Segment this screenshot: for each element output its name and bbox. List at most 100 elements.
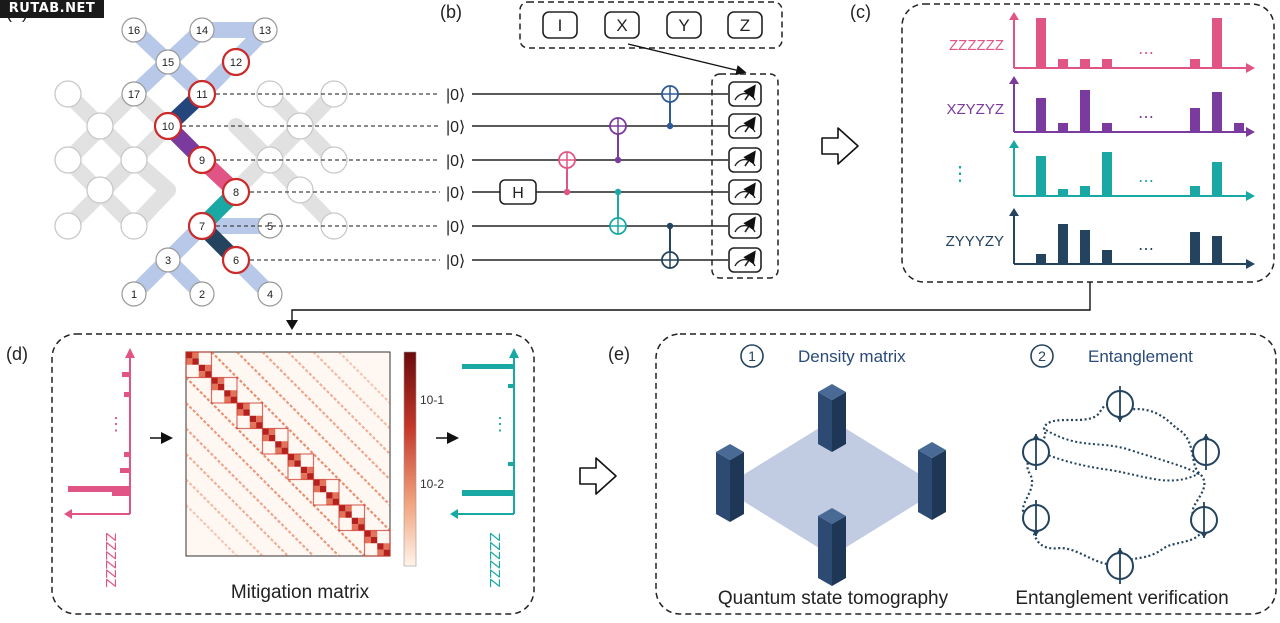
ket-zero-6: |0⟩ [446, 253, 465, 270]
qubit-8 [221, 177, 251, 207]
qubit-label-2: 2 [199, 289, 205, 301]
qubit-label-13: 13 [259, 25, 271, 37]
histogram-zyyyzy-ellipsis: ⋯ [1138, 241, 1154, 258]
qubit-label-8: 8 [233, 187, 239, 199]
input-distribution: ⋮ZZZZZZ [64, 348, 135, 587]
qubit-label-14: 14 [196, 25, 208, 37]
hadamard-gate [499, 179, 537, 205]
density-pillar [918, 450, 932, 520]
histogram-zyyyzy-bar [1190, 232, 1200, 264]
mitigation-caption: Mitigation matrix [231, 582, 370, 603]
qubit-13 [252, 17, 278, 43]
hadamard-label: H [512, 185, 524, 202]
qubit-label-4: 4 [267, 289, 273, 301]
histogram-panel [901, 3, 1275, 283]
qubit-4 [257, 281, 283, 307]
histogram-zzzzzz: ZZZZZZ⋯ [949, 12, 1255, 73]
task-2-caption: Entanglement verification [1015, 588, 1228, 609]
qubit-label-15: 15 [162, 57, 174, 69]
qubit-3 [155, 247, 181, 273]
density-matrix-3d [716, 384, 946, 586]
qubit-label-17: 17 [128, 89, 140, 101]
output-bar [508, 384, 514, 388]
qubit-12 [221, 47, 251, 77]
histogram-zyyyzy-bar [1212, 236, 1222, 264]
histogram-vdots-bar [1036, 156, 1046, 196]
qubit-2 [189, 281, 215, 307]
ket-zero-1: |0⟩ [446, 87, 465, 104]
task-1-number: 1 [748, 348, 756, 364]
output-distribution: ⋮ZZZZZZ [450, 348, 519, 587]
input-bar [112, 490, 130, 496]
applications-panel [655, 333, 1277, 615]
background-qubits [54, 80, 348, 240]
histogram-vdots-bar [1190, 186, 1200, 196]
task-1-title: Density matrix [798, 347, 906, 366]
gate-y-label: Y [678, 16, 689, 35]
histogram-xzyzyz-bar [1212, 92, 1222, 132]
task-1-caption: Quantum state tomography [718, 588, 949, 609]
histogram-xzyzyz-bar [1102, 123, 1112, 132]
qubit-label-3: 3 [165, 255, 171, 267]
entanglement-dotted-path [1021, 404, 1206, 566]
histogram-zzzzzz-bar [1212, 18, 1222, 68]
qubit-label-11: 11 [196, 89, 207, 101]
histogram-xzyzyz-bar [1234, 123, 1244, 132]
flow-arrow-b-to-c [821, 127, 859, 165]
quantum-circuit: |0⟩|0⟩|0⟩|0⟩|0⟩|0⟩H [446, 85, 728, 270]
colorbar-tick-low: 10-2 [420, 477, 444, 491]
panel-label-b: (b) [440, 2, 462, 22]
input-bar [124, 392, 130, 397]
output-bar [508, 462, 514, 466]
histogram-vdots-bar [1080, 186, 1090, 196]
entanglement-inner-path [1039, 429, 1200, 482]
colorbar-tick-high: 10-1 [420, 393, 444, 407]
ket-zero-2: |0⟩ [446, 119, 465, 136]
measurement-box [711, 73, 779, 279]
cnot-control-4 [666, 122, 674, 130]
qubit-9 [187, 145, 217, 175]
density-pillar [818, 516, 832, 586]
histogram-zzzzzz-label: ZZZZZZ [949, 37, 1004, 54]
gate-i-box [542, 11, 578, 39]
gate-x-box [604, 11, 640, 39]
histogram-vdots-bar [1102, 152, 1112, 196]
qubit-1 [121, 281, 147, 307]
input-bar [68, 486, 130, 492]
panel-label-e: (e) [608, 344, 630, 364]
histogram-xzyzyz-label: XZYZYZ [946, 101, 1004, 118]
histogram-xzyzyz-ellipsis: ⋯ [1138, 109, 1154, 126]
gate-y-box [666, 11, 702, 39]
histogram-zzzzzz-bar [1036, 18, 1046, 68]
histogram-vdots-bar [1058, 189, 1068, 196]
input-bar [120, 468, 130, 473]
qubit-label-9: 9 [199, 155, 205, 167]
histogram-zyyyzy-bar [1058, 224, 1068, 264]
histograms: ZZZZZZ⋯XZYZYZ⋯⋮⋯ZYYYZY⋯ [946, 12, 1255, 269]
gate-z-box [727, 11, 763, 39]
histogram-vdots-bar [1212, 162, 1222, 196]
density-pillar [716, 452, 730, 522]
qubit-label-16: 16 [128, 25, 140, 37]
input-vdots: ⋮ [107, 414, 125, 434]
output-vdots: ⋮ [491, 414, 509, 434]
task-2-badge [1030, 344, 1054, 368]
measurement-meters [728, 81, 762, 273]
histogram-vdots: ⋮⋯ [950, 140, 1255, 201]
flow-arrow-d-to-e [579, 457, 617, 495]
colorbar [403, 351, 417, 567]
cnot-control-2 [614, 156, 622, 164]
cnot-control-3 [614, 188, 622, 196]
cnot-control-5 [666, 222, 674, 230]
ket-zero-4: |0⟩ [446, 185, 465, 202]
qubit-14 [189, 17, 215, 43]
qubit-10 [153, 111, 183, 141]
histogram-zzzzzz-bar [1190, 59, 1200, 68]
histogram-zzzzzz-bar [1080, 59, 1090, 68]
qubit-label-1: 1 [131, 289, 137, 301]
